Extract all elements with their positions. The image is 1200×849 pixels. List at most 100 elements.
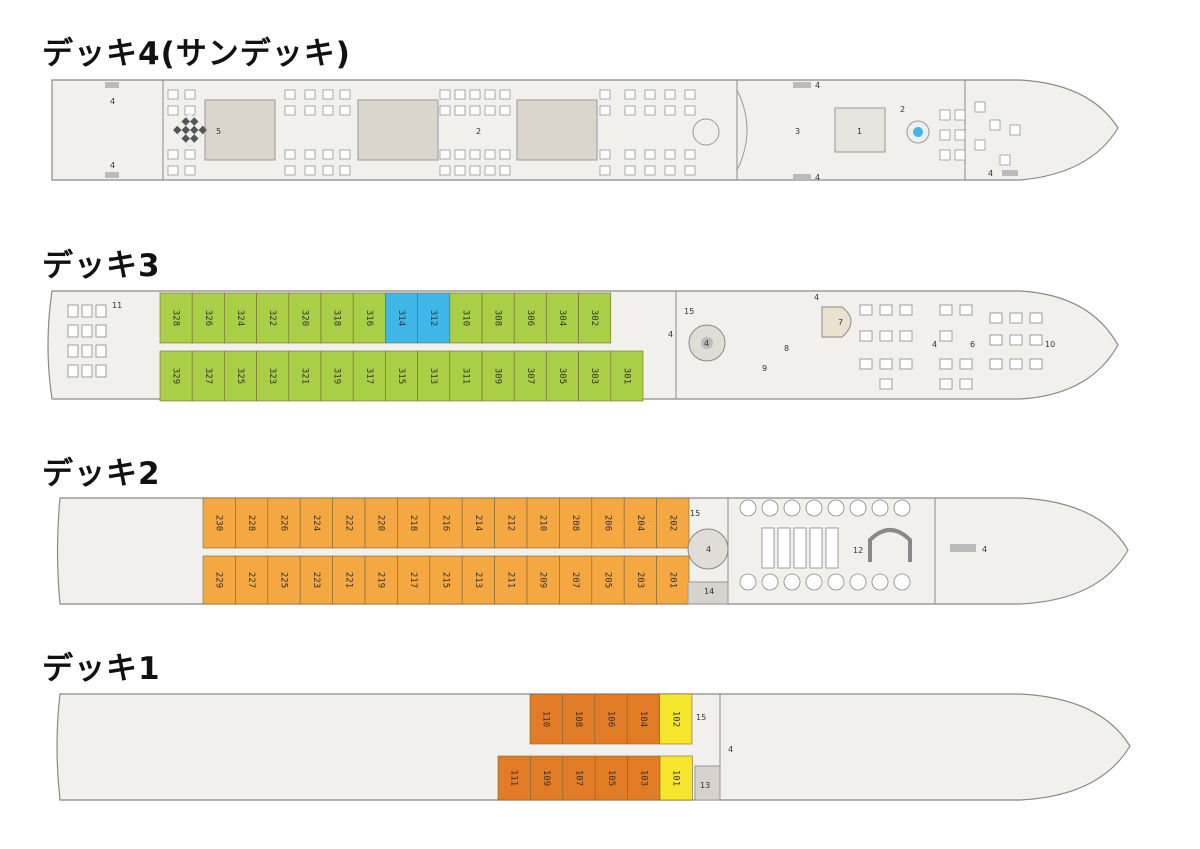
cabin[interactable] — [256, 350, 290, 402]
lounge-chair-icon — [899, 304, 913, 316]
deck-chair-icon — [599, 149, 611, 160]
cabin[interactable] — [449, 350, 483, 402]
deck4-marker: 4 — [110, 161, 115, 170]
cabin[interactable] — [513, 292, 547, 344]
cabin[interactable] — [656, 497, 690, 549]
cabin[interactable] — [352, 350, 386, 402]
cabin[interactable] — [546, 292, 579, 344]
cabin[interactable] — [594, 755, 628, 801]
cabin[interactable] — [299, 497, 333, 549]
cabin[interactable] — [526, 497, 560, 549]
cabin[interactable] — [288, 350, 322, 402]
cabin[interactable] — [256, 292, 290, 344]
cabin[interactable] — [578, 292, 612, 344]
cabin[interactable] — [288, 292, 322, 344]
cabin[interactable] — [627, 755, 661, 801]
cabin[interactable] — [656, 555, 690, 605]
deck-chair-icon — [684, 105, 696, 116]
deck1-title: デッキ1 — [42, 651, 161, 687]
stern-chair-icon — [67, 364, 79, 378]
dining-table-icon — [871, 499, 889, 517]
cabin[interactable] — [320, 350, 354, 402]
cabin[interactable] — [417, 292, 451, 344]
sun-lounger-icon — [974, 101, 986, 113]
cabin[interactable] — [235, 555, 269, 605]
cabin[interactable] — [659, 755, 693, 801]
cabin[interactable] — [235, 497, 269, 549]
stern-chair-icon — [95, 344, 107, 358]
deck3-marker: 4 — [814, 293, 819, 302]
cabin[interactable] — [397, 555, 431, 605]
deck-chair-icon — [322, 165, 334, 176]
cabin-number: 212 — [505, 515, 515, 531]
deck-chair-icon — [304, 89, 316, 100]
deck4-marker: 5 — [216, 127, 221, 136]
cabin-number: 318 — [332, 310, 342, 326]
cabin[interactable] — [497, 755, 531, 801]
cabin[interactable] — [429, 555, 463, 605]
cabin[interactable] — [159, 350, 193, 402]
cabin[interactable] — [429, 497, 463, 549]
cabin[interactable] — [461, 497, 495, 549]
cabin[interactable] — [364, 497, 398, 549]
cabin[interactable] — [191, 350, 225, 402]
cabin[interactable] — [202, 497, 236, 549]
cabin[interactable] — [526, 555, 560, 605]
lounge-chair-icon — [989, 312, 1003, 324]
cabin-number: 307 — [525, 368, 535, 384]
cabin-number: 310 — [460, 310, 470, 326]
cabin[interactable] — [591, 497, 625, 549]
cabin[interactable] — [159, 292, 193, 344]
cabin[interactable] — [299, 555, 333, 605]
cabin[interactable] — [267, 497, 301, 549]
cabin-number: 210 — [538, 515, 548, 531]
cabin[interactable] — [449, 292, 483, 344]
deck4-marker: 3 — [795, 127, 800, 136]
deck-chair-icon — [339, 149, 351, 160]
cabin-number: 208 — [570, 515, 580, 531]
cabin[interactable] — [385, 350, 418, 402]
cabin-number: 329 — [171, 368, 181, 384]
dining-table-icon — [805, 499, 823, 517]
cabin-number: 313 — [428, 368, 438, 384]
cabin[interactable] — [417, 350, 451, 402]
deck1-marker: 13 — [700, 781, 710, 790]
long-table-icon — [761, 527, 775, 569]
cabin-number: 102 — [670, 711, 680, 727]
deck-chair-icon — [624, 149, 636, 160]
cabin[interactable] — [559, 555, 593, 605]
cabin[interactable] — [610, 350, 644, 402]
cabin[interactable] — [320, 292, 354, 344]
deck3-marker: 6 — [970, 340, 975, 349]
cabin[interactable] — [494, 497, 528, 549]
cabin[interactable] — [578, 350, 612, 402]
cabin[interactable] — [626, 693, 660, 745]
cabin[interactable] — [224, 292, 257, 344]
cabin[interactable] — [267, 555, 301, 605]
deck-chair-icon — [499, 165, 511, 176]
cabin[interactable] — [332, 497, 366, 549]
cabin[interactable] — [591, 555, 625, 605]
lounge-chair-icon — [959, 378, 973, 390]
cabin-number: 317 — [364, 368, 374, 384]
cabin[interactable] — [352, 292, 386, 344]
deck-chair-icon — [339, 165, 351, 176]
deck4-marker: 4 — [815, 81, 820, 90]
cabin[interactable] — [481, 350, 515, 402]
cabin[interactable] — [385, 292, 418, 344]
cabin[interactable] — [397, 497, 431, 549]
deck-chair-icon — [167, 89, 179, 100]
cabin[interactable] — [494, 555, 528, 605]
cabin[interactable] — [481, 292, 515, 344]
cabin[interactable] — [191, 292, 225, 344]
cabin[interactable] — [562, 755, 596, 801]
cabin[interactable] — [559, 497, 593, 549]
lounge-chair-icon — [1029, 358, 1043, 370]
cabin[interactable] — [623, 497, 657, 549]
cabin[interactable] — [562, 693, 596, 745]
stern-chair-icon — [95, 324, 107, 338]
cabin[interactable] — [364, 555, 398, 605]
cabin[interactable] — [659, 693, 693, 745]
